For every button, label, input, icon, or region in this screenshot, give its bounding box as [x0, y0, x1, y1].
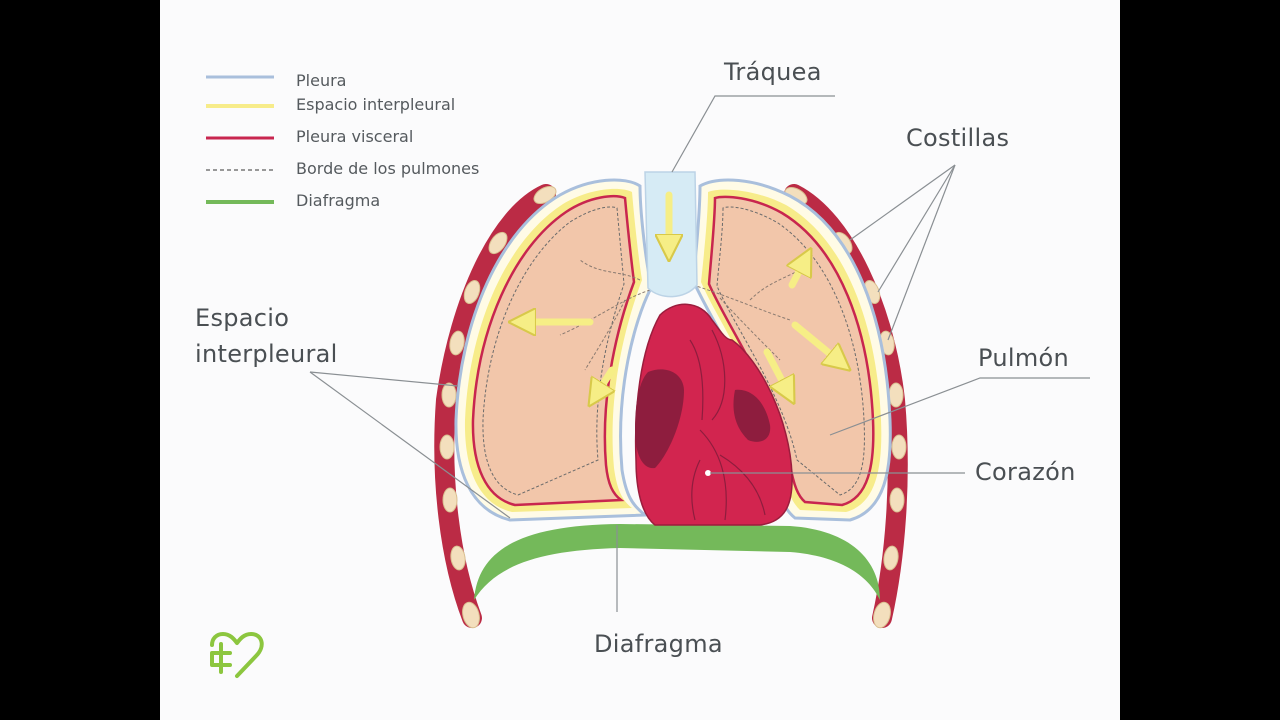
label-espacio-line1: Espacio [195, 304, 289, 332]
legend-label-borde-pulmones: Borde de los pulmones [296, 159, 479, 178]
legend-item-diafragma: Diafragma [206, 191, 380, 210]
rib-bone [462, 601, 480, 629]
leader-costillas [877, 164, 956, 293]
diaphragm [474, 524, 880, 600]
bronchus-left [584, 299, 626, 371]
bronchi [559, 259, 801, 371]
rib-bone [449, 330, 465, 356]
arrow-icon [791, 321, 840, 362]
right-lung [691, 178, 892, 522]
bronchus-left [559, 289, 651, 336]
label-pulmon: Pulmón [978, 344, 1069, 372]
rib-bone [441, 382, 457, 408]
leader-traquea [671, 95, 835, 173]
logo-heart-outline [210, 632, 264, 678]
legend-item-espacio-interpleural: Espacio interpleural [206, 95, 455, 114]
legend-item-borde-pulmones: Borde de los pulmones [206, 159, 479, 178]
bronchus-right [719, 297, 781, 361]
label-diafragma: Diafragma [594, 630, 723, 658]
airflow-arrows [522, 191, 840, 395]
heart [634, 303, 793, 526]
label-espacio-line2: interpleural [195, 340, 338, 368]
heart-plus-logo-icon [210, 632, 264, 678]
heart-pointer-dot [705, 470, 711, 476]
legend-item-pleura-visceral: Pleura visceral [206, 127, 413, 146]
legend-item-pleura: Pleura [206, 71, 346, 90]
leader-pulmon [829, 377, 1090, 436]
label-traquea: Tráquea [723, 58, 822, 86]
heart-chamber-left [635, 369, 684, 469]
label-costillas: Costillas [906, 124, 1009, 152]
label-corazon: Corazón [975, 458, 1076, 486]
rib-bone [439, 434, 455, 460]
arrow-icon [596, 366, 616, 395]
diagram-panel [160, 0, 1120, 720]
legend-label-pleura-visceral: Pleura visceral [296, 127, 413, 146]
arrow-icon [792, 260, 805, 289]
rib-bone [888, 382, 904, 408]
leader-espacio [309, 371, 511, 519]
arrow-icon [763, 348, 788, 392]
leader-lines [309, 95, 1090, 612]
left-lung [454, 178, 652, 522]
right-lung-tissue [707, 195, 875, 507]
rib-bone [889, 487, 905, 513]
leader-costillas [849, 164, 956, 241]
rib-bone [450, 545, 466, 571]
leader-costillas [887, 164, 956, 341]
bronchus-right [692, 284, 791, 321]
rib-bone [463, 279, 481, 305]
bronchus-right [749, 269, 801, 301]
rib-bone [891, 434, 907, 460]
rib-bone [873, 601, 891, 629]
logo-plus [210, 642, 232, 674]
legend-label-diafragma: Diafragma [296, 191, 380, 210]
rib-bones [439, 185, 907, 629]
legend-label-pleura: Pleura [296, 71, 346, 90]
bronchus-left [579, 259, 641, 281]
heart-chamber-right [733, 389, 771, 442]
legend-label-espacio-interpleural: Espacio interpleural [296, 95, 455, 114]
leader-espacio [309, 371, 459, 387]
rib-bone [488, 231, 508, 255]
rib-bone [442, 487, 458, 513]
legend: Pleura Espacio interpleural Pleura visce… [206, 71, 479, 210]
rib-bone [883, 545, 899, 571]
heart-vessels [689, 329, 766, 521]
left-lung-tissue [471, 195, 636, 507]
left-lung-border [482, 206, 625, 496]
